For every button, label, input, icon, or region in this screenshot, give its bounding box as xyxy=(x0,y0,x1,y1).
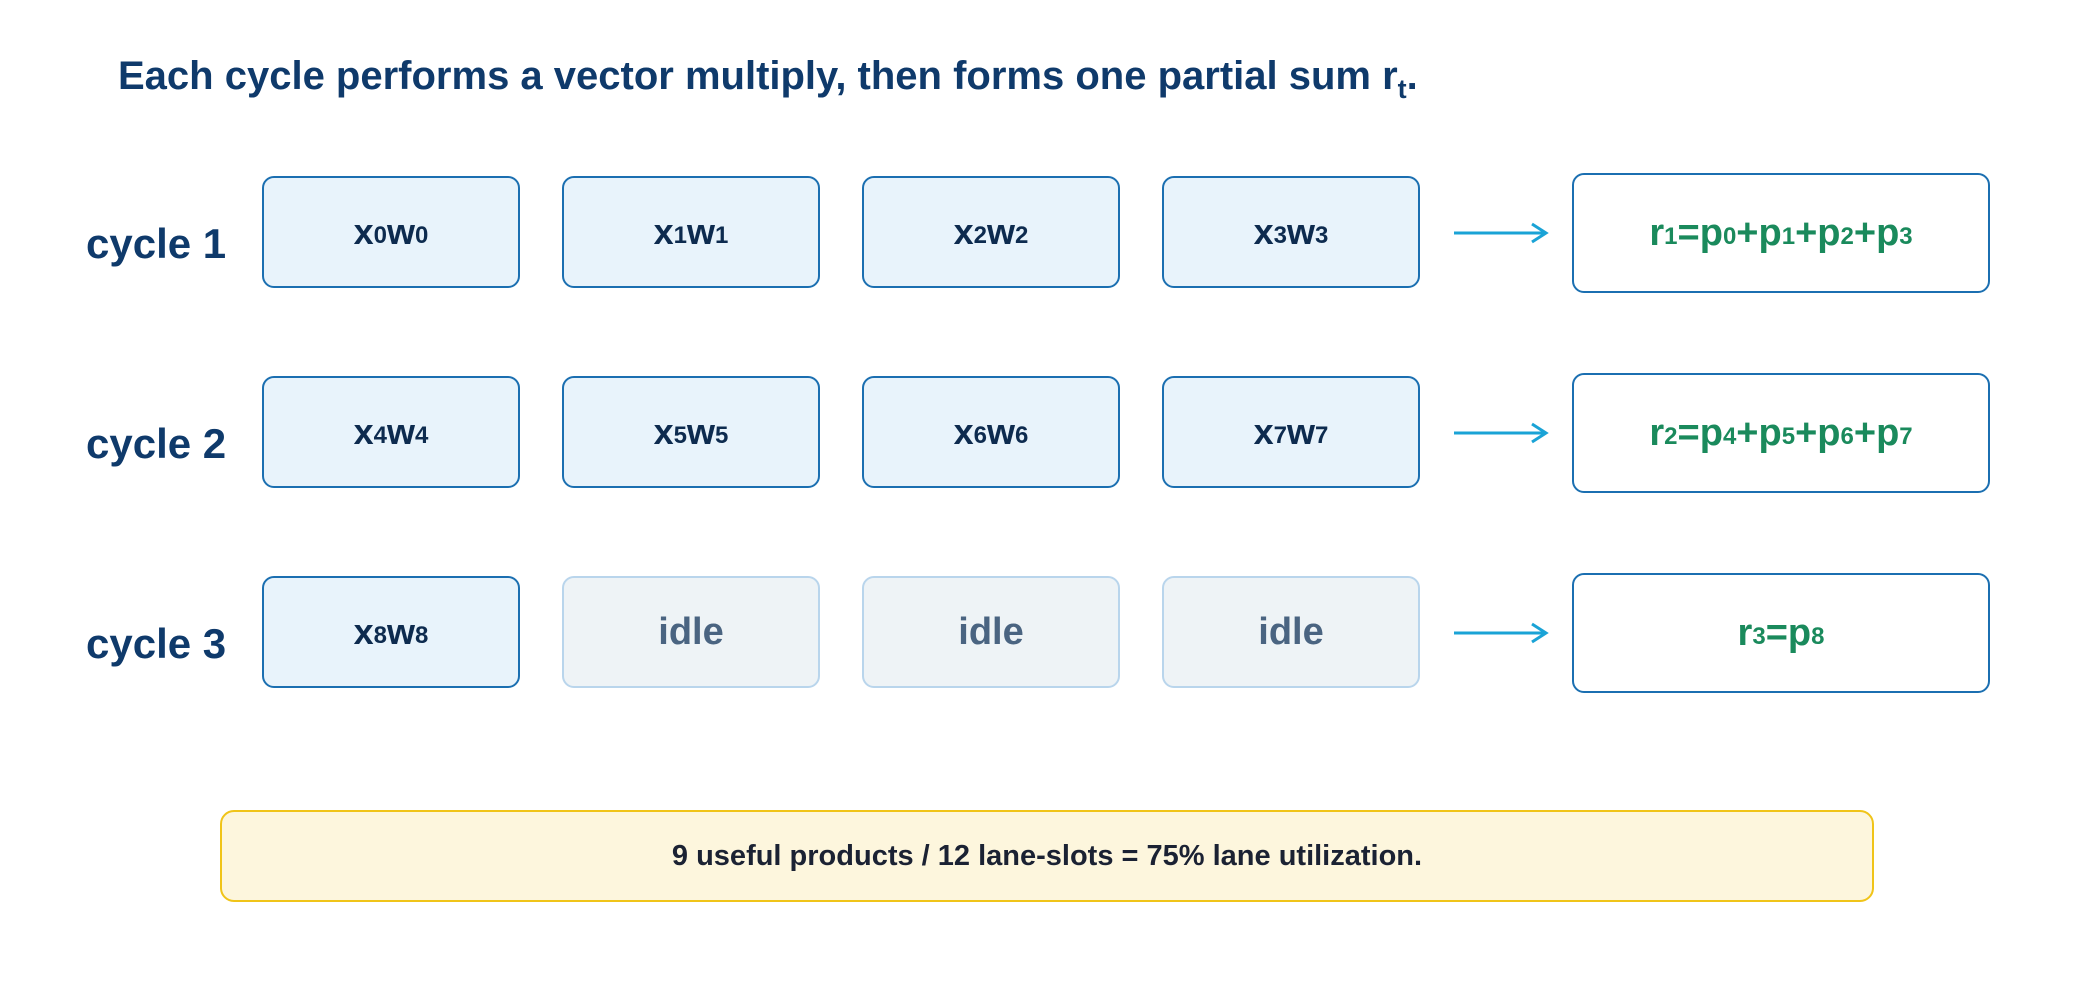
title-end: . xyxy=(1406,54,1418,98)
idle-lane-cell: idle xyxy=(862,576,1120,688)
idle-lane-cell: idle xyxy=(562,576,820,688)
row-label-cycle-3: cycle 3 xyxy=(86,620,227,667)
right-arrow-icon xyxy=(1454,222,1549,244)
idle-lane-cell: idle xyxy=(1162,576,1420,688)
utilization-note: 9 useful products / 12 lane-slots = 75% … xyxy=(220,810,1874,902)
diagram-title: Each cycle performs a vector multiply, t… xyxy=(118,54,1418,105)
title-subscript: t xyxy=(1397,74,1407,104)
title-text: Each cycle performs a vector multiply, t… xyxy=(118,54,1398,98)
right-arrow-icon xyxy=(1454,422,1549,444)
row-label-cycle-1: cycle 1 xyxy=(86,220,227,267)
right-arrow-icon xyxy=(1454,622,1549,644)
row-label-cycle-2: cycle 2 xyxy=(86,420,227,467)
